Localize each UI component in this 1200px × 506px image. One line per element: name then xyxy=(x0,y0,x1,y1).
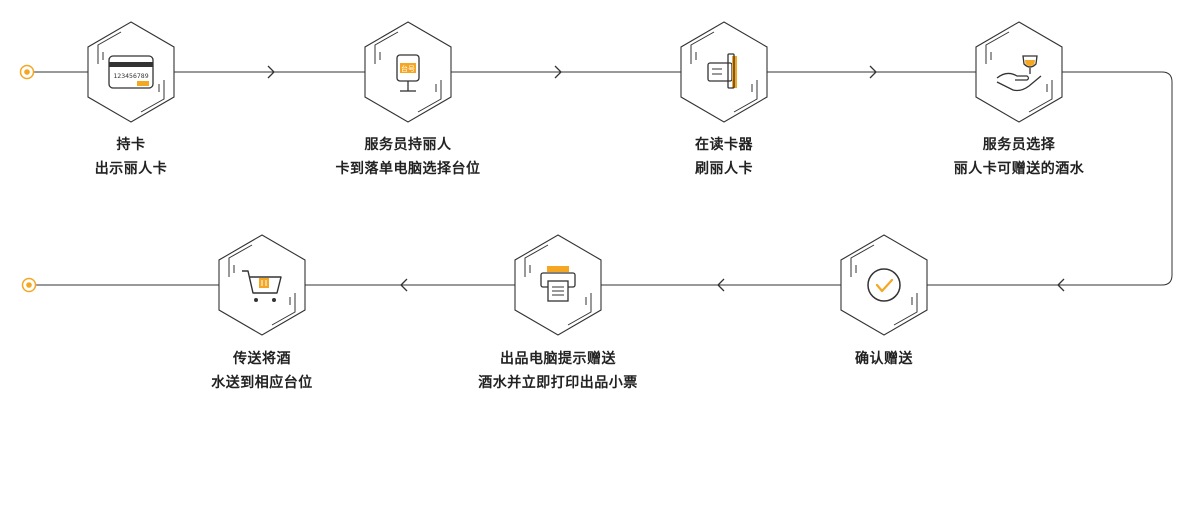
hand-offering-glass-icon xyxy=(996,55,1042,92)
step-1-line1: 持卡 xyxy=(116,137,146,153)
arrow-left-icon xyxy=(717,278,725,292)
arrow-right-icon xyxy=(267,65,275,79)
card-reader-icon xyxy=(707,53,737,89)
step-6-line2: 酒水并立即打印出品小票 xyxy=(478,375,638,391)
svg-text:123456789: 123456789 xyxy=(113,72,148,80)
arrow-right-icon xyxy=(554,65,562,79)
table-number-terminal-icon: 台号 xyxy=(396,54,420,92)
top-row-line xyxy=(34,71,1173,286)
step-6-line1: 出品电脑提示赠送 xyxy=(500,351,616,367)
step-2-line1: 服务员持丽人 xyxy=(364,137,452,153)
step-3-line2: 刷丽人卡 xyxy=(695,161,753,177)
step-4-line1: 服务员选择 xyxy=(982,137,1056,153)
step-5-line1: 确认赠送 xyxy=(855,351,913,367)
direction-arrows xyxy=(267,65,1065,292)
shopping-cart-icon xyxy=(242,270,282,302)
membership-card-icon: 123456789 xyxy=(108,55,154,89)
step-7-label: 传送将酒 水送到相应台位 xyxy=(142,347,382,395)
step-1-label: 持卡 出示丽人卡 xyxy=(11,133,251,181)
step-4-hexagon xyxy=(975,21,1063,123)
step-6-label: 出品电脑提示赠送 酒水并立即打印出品小票 xyxy=(438,347,678,395)
start-node xyxy=(19,64,35,80)
arrow-left-icon xyxy=(1057,278,1065,292)
check-circle-icon xyxy=(867,268,901,302)
step-4-line2: 丽人卡可赠送的酒水 xyxy=(953,161,1085,177)
step-7-line2: 水送到相应台位 xyxy=(211,375,313,391)
svg-text:台号: 台号 xyxy=(401,64,415,73)
printer-icon xyxy=(540,266,576,302)
step-2-line2: 卡到落单电脑选择台位 xyxy=(335,161,481,177)
arrow-left-icon xyxy=(400,278,408,292)
step-5-label: 确认赠送 xyxy=(764,347,1004,371)
step-1-line2: 出示丽人卡 xyxy=(94,161,168,177)
step-7-line1: 传送将酒 xyxy=(233,351,291,367)
step-2-label: 服务员持丽人 卡到落单电脑选择台位 xyxy=(288,133,528,181)
step-4-label: 服务员选择 丽人卡可赠送的酒水 xyxy=(899,133,1139,181)
connector-lines xyxy=(34,71,1173,286)
step-3-line1: 在读卡器 xyxy=(695,137,753,153)
end-node xyxy=(21,277,37,293)
arrow-right-icon xyxy=(869,65,877,79)
step-3-label: 在读卡器 刷丽人卡 xyxy=(604,133,844,181)
